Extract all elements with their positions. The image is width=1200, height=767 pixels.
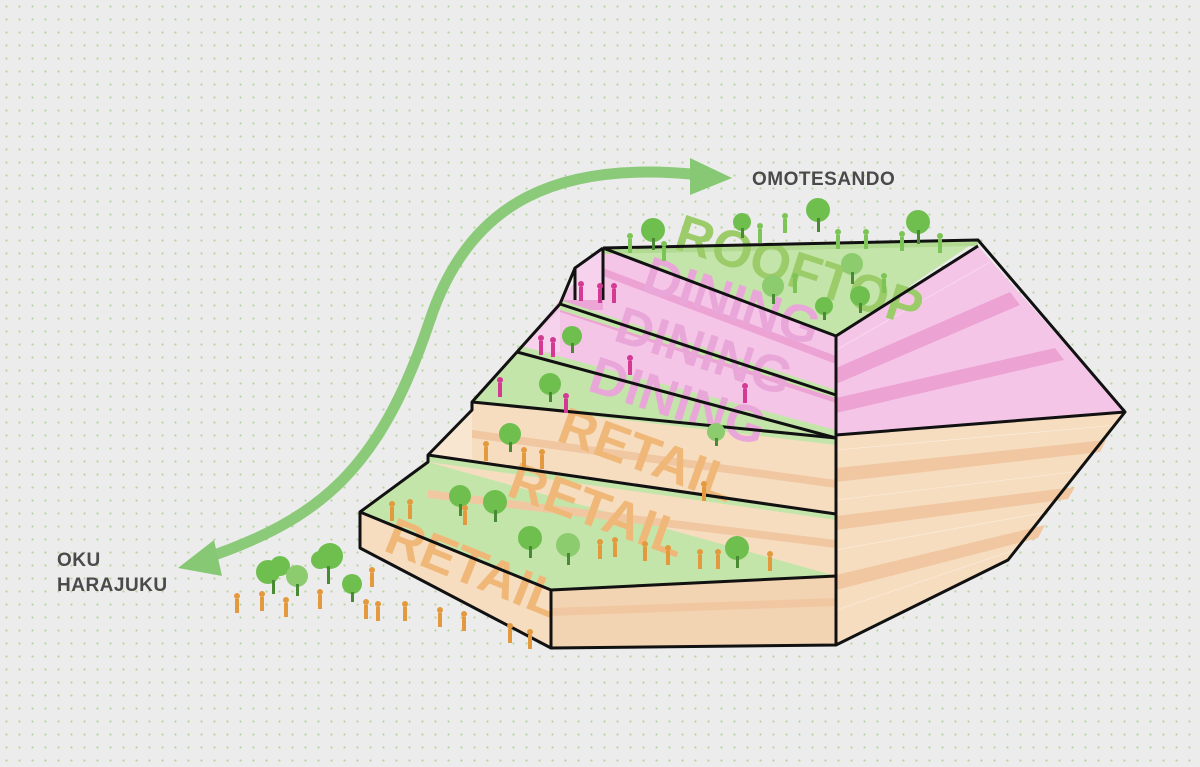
label-oku-harajuku: OKU HARAJUKU [57,548,168,598]
person-icon [527,629,533,649]
person-icon [697,549,703,569]
person-icon [483,441,489,461]
person-icon [792,273,798,293]
tree-icon [342,574,362,602]
connection-arrow [178,158,732,576]
label-omotesando: OMOTESANDO [752,167,895,192]
person-icon [437,607,443,627]
person-icon [627,233,633,253]
person-icon [550,337,556,357]
trees [256,198,930,602]
tree-icon [539,373,561,402]
tree-icon [286,565,308,596]
person-icon [462,505,468,525]
building-right-face [835,246,1125,645]
person-icon [701,481,707,501]
person-icon [742,383,748,403]
tree-icon [806,198,830,232]
label-omotesando-text: OMOTESANDO [752,169,896,190]
label-harajuku-line: HARAJUKU [57,575,168,596]
person-icon [835,229,841,249]
tree-icon [518,526,542,558]
person-icon [407,499,413,519]
label-oku-line: OKU [57,550,101,571]
person-icon [661,241,667,261]
person-icon [881,273,887,293]
person-icon [863,229,869,249]
tree-icon [906,210,930,244]
person-icon [612,537,618,557]
person-icon [507,623,513,643]
person-icon [597,539,603,559]
person-icon [757,223,763,243]
person-icon [642,541,648,561]
person-icon [539,449,545,469]
person-icon [563,393,569,413]
tree-icon [562,326,582,353]
person-icon [767,551,773,571]
arrowhead-omotesando-icon [690,158,732,195]
tree-icon [733,213,751,238]
person-icon [461,611,467,631]
tree-icon [311,543,343,584]
building-outline [358,238,1127,650]
person-icon [402,601,408,621]
person-icon [283,597,289,617]
person-icon [597,283,603,303]
tree-icon [556,533,580,565]
person-icon [782,213,788,233]
person-icon [715,549,721,569]
person-icon [234,593,240,613]
person-icon [363,599,369,619]
arrowhead-oku-harajuku-icon [178,540,222,576]
person-icon [521,447,527,467]
person-icon [259,591,265,611]
person-icon [317,589,323,609]
tree-icon [641,218,665,250]
person-icon [665,545,671,565]
tree-icon [762,275,784,304]
person-icon [375,601,381,621]
people-magenta [497,281,748,413]
person-icon [369,567,375,587]
people-orange [234,441,773,649]
person-icon [627,355,633,375]
person-icon [937,233,943,253]
person-icon [611,283,617,303]
people-green [627,213,943,293]
tree-icon [707,423,725,446]
person-icon [538,335,544,355]
person-icon [578,281,584,301]
tree-icon [850,286,870,313]
tree-icon [449,485,471,516]
tree-icon [256,556,290,594]
person-icon [497,377,503,397]
tree-icon [815,297,833,320]
person-icon [389,501,395,521]
tree-icon [725,536,749,568]
tree-icon [499,423,521,452]
tree-icon [483,490,507,522]
person-icon [899,231,905,251]
tree-icon [841,253,863,284]
